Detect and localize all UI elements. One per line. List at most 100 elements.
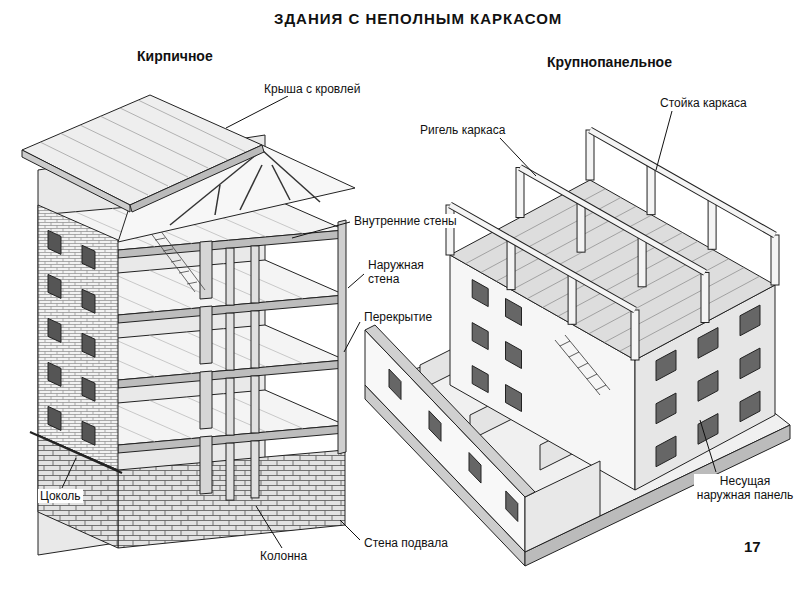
floor-slab	[223, 394, 303, 429]
window	[472, 280, 488, 307]
brick-building	[155, 238, 165, 240]
window	[429, 411, 441, 442]
brick-building	[171, 260, 181, 262]
brick-building	[38, 205, 118, 470]
frame-post	[647, 165, 655, 215]
column	[226, 378, 234, 435]
brick-building	[48, 230, 95, 445]
window	[389, 369, 401, 400]
window	[740, 348, 760, 379]
window	[48, 362, 61, 386]
panel-building	[569, 352, 579, 357]
frame-post	[507, 240, 515, 290]
brick-building	[163, 249, 173, 251]
subtitle: Кирпичное	[135, 48, 215, 65]
leader-lines	[226, 96, 288, 128]
brick-building	[130, 145, 264, 212]
window	[48, 230, 61, 254]
leader-lines	[700, 420, 716, 472]
window	[82, 421, 95, 445]
brick-building	[215, 185, 220, 215]
floor-slab	[223, 264, 303, 299]
frame-post	[771, 235, 779, 285]
part-label: Колонна	[258, 549, 309, 563]
window	[506, 491, 518, 522]
leader-lines	[292, 222, 350, 238]
panel-building	[565, 335, 610, 390]
column	[251, 311, 259, 368]
panel-building	[389, 369, 518, 521]
window	[469, 453, 481, 484]
part-label: Крыша с кровлей	[262, 82, 362, 96]
floor-slab	[112, 273, 192, 308]
leader-lines	[62, 458, 76, 488]
frame-post	[586, 130, 594, 180]
window	[82, 333, 95, 357]
window	[698, 414, 718, 445]
window	[698, 371, 718, 402]
inner-wall	[200, 306, 212, 364]
brick-building	[150, 230, 205, 292]
panel-building	[596, 385, 606, 390]
brick-building	[179, 271, 189, 273]
brick-building	[187, 282, 197, 284]
window	[656, 436, 676, 467]
floor-slab	[149, 400, 229, 435]
panel-building	[472, 280, 760, 467]
part-label: Цоколь	[38, 489, 83, 503]
panel-building	[560, 341, 570, 346]
leader-lines	[348, 274, 364, 288]
floor-slab	[112, 338, 192, 373]
brick-building	[22, 95, 355, 555]
frame-post	[516, 168, 524, 218]
window	[48, 318, 61, 342]
window	[82, 377, 95, 401]
panel-building	[555, 340, 600, 395]
panel-building	[365, 325, 535, 497]
column	[226, 248, 234, 305]
title: ЗДАНИЯ С НЕПОЛНЫМ КАРКАСОМ	[274, 10, 562, 27]
panel-building	[365, 330, 525, 552]
panel-building	[525, 461, 600, 552]
window	[656, 393, 676, 424]
brick-building	[100, 116, 208, 168]
window	[506, 299, 522, 326]
window	[698, 328, 718, 359]
panel-building	[446, 130, 779, 360]
inner-wall	[200, 436, 212, 494]
floor-slab	[112, 403, 192, 438]
frame-post	[631, 310, 639, 360]
leader-lines	[256, 506, 282, 548]
panel-building	[465, 189, 759, 352]
brick-building	[338, 220, 346, 454]
column	[251, 441, 259, 498]
floor-slab	[223, 329, 303, 364]
window	[472, 366, 488, 393]
frame-beam	[590, 130, 775, 235]
brick-building	[22, 150, 130, 212]
panel-building	[555, 335, 610, 395]
panel-building	[587, 374, 597, 379]
part-label: Внутренние стены	[352, 214, 459, 228]
window	[48, 274, 61, 298]
inner-wall	[200, 371, 212, 429]
subtitle: Крупнопанельное	[545, 54, 674, 71]
window	[740, 305, 760, 336]
floor-slab	[149, 270, 229, 305]
leader-lines	[62, 96, 716, 548]
window	[82, 289, 95, 313]
brick-building	[160, 230, 205, 290]
part-label: Несущая наружная панель	[694, 474, 796, 502]
window	[48, 406, 61, 430]
frame-post	[701, 273, 709, 323]
part-label: Стойка каркаса	[658, 96, 749, 110]
window	[472, 323, 488, 350]
brick-building	[38, 195, 345, 500]
window	[82, 245, 95, 269]
part-label: Стена подвала	[362, 536, 450, 550]
brick-building	[120, 108, 228, 160]
frame-post	[568, 274, 576, 324]
brick-building	[38, 435, 118, 548]
